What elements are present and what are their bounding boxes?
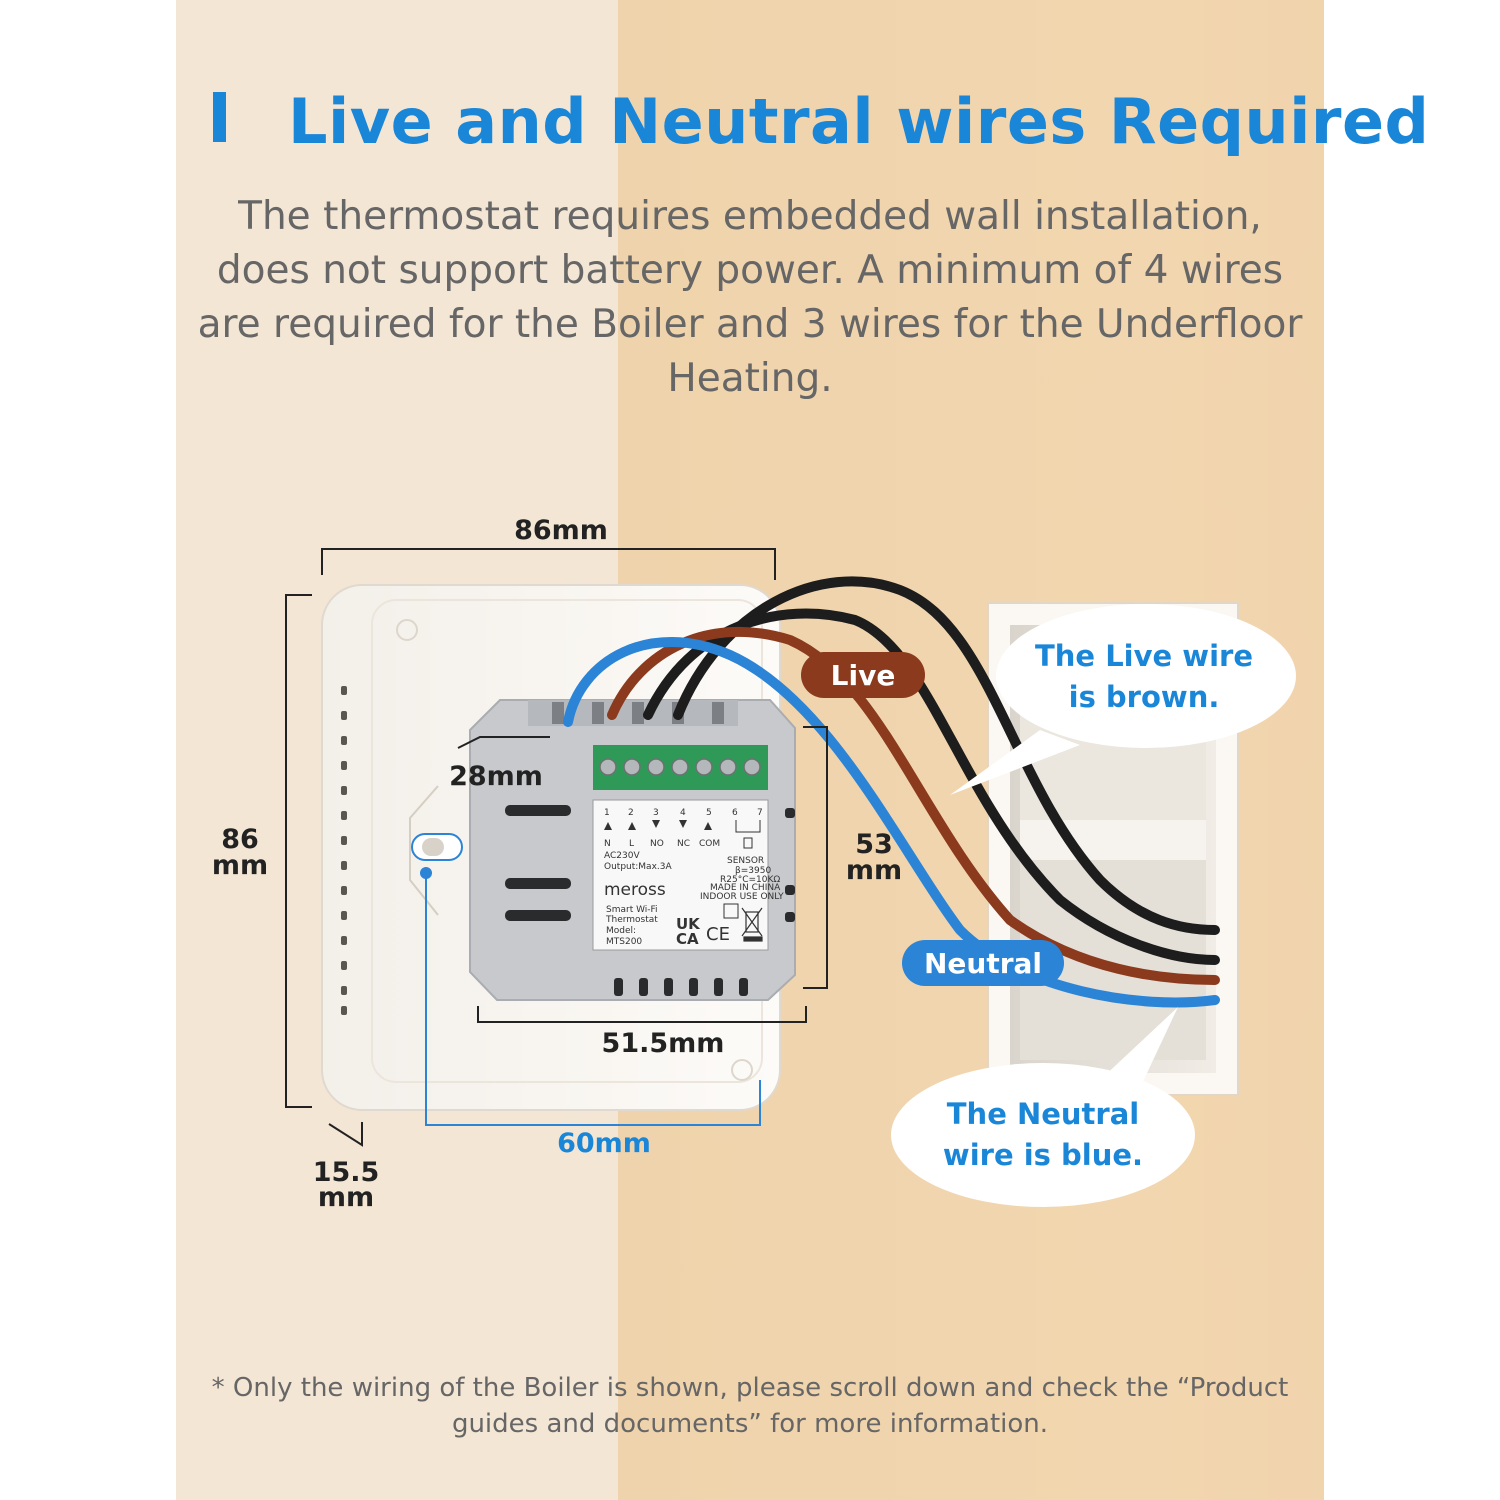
voltage-rating: AC230V [604,851,640,861]
wires [563,576,1220,1008]
terminal-name-l: L [629,839,634,849]
height-dimension-value: 86 [221,824,259,855]
neutral-wire-callout: The Neutral wire is blue. [891,1007,1195,1207]
terminal-number-3: 3 [653,808,659,818]
module-depth-label: 28mm [449,761,543,792]
page-title: Live and Neutral wires Required [288,85,1430,158]
depth-dimension-value: 15.5 [313,1157,380,1188]
terminal-number-5: 5 [706,808,712,818]
terminal-module: 1 2 3 4 5 6 7 N L NO NC COM AC230V Outpu… [469,699,796,1001]
weee-bin-icon [741,907,763,942]
brand-logo: meross [604,880,666,900]
uk-mark: UK [676,915,701,933]
sensor-beta: β=3950 [735,866,771,876]
live-wire-callout: The Live wire is brown. [950,604,1296,795]
terminal-screws [599,758,761,776]
neutral-tag: Neutral [902,940,1064,986]
mounting-hole-left [409,785,463,916]
terminal-number-6: 6 [732,808,738,818]
hole-spacing-line [420,867,761,1126]
model-number: MTS200 [606,937,642,947]
margin-left [0,0,176,1500]
module-height-unit: mm [846,855,902,886]
hole-spacing-label: 60mm [557,1128,651,1159]
width-dimension-label: 86mm [514,515,608,546]
footnote: * Only the wiring of the Boiler is shown… [211,1373,1289,1439]
page-subtitle: The thermostat requires embedded wall in… [197,194,1303,401]
ce-mark: CE [706,924,730,945]
terminal-number-4: 4 [680,808,686,818]
terminal-arrows [604,820,712,830]
terminal-number-1: 1 [604,808,610,818]
live-callout-line2: is brown. [1069,680,1220,714]
neutral-tag-label: Neutral [924,947,1042,980]
product-name-line1: Smart Wi-Fi [606,905,658,915]
module-height-value: 53 [855,829,893,860]
margin-right [1324,0,1500,1500]
terminal-name-no: NO [650,839,664,849]
height-dimension-unit: mm [212,850,268,881]
terminal-number-2: 2 [628,808,634,818]
indoor-label: INDOOR USE ONLY [700,892,784,902]
black-wire-2 [643,608,1220,965]
module-width-label: 51.5mm [602,1028,725,1059]
terminal-number-7: 7 [757,808,763,818]
dimension-lines [285,548,828,1147]
depth-dimension-unit: mm [318,1182,374,1213]
vent-slots [341,686,347,1015]
live-tag: Live [801,652,925,698]
terminal-name-n: N [604,839,611,849]
neutral-callout-line1: The Neutral [947,1097,1139,1131]
black-wire-1 [673,576,1220,935]
title-accent-bar [213,92,226,142]
output-rating: Output:Max.3A [604,862,672,872]
model-label: Model: [606,926,636,936]
sensor-label: SENSOR [727,856,764,866]
sensor-resistance: R25°C=10KΩ [720,875,780,885]
terminal-name-com: COM [699,839,720,849]
double-insulation-icon [723,903,739,919]
product-name-line2: Thermostat [605,915,658,925]
neutral-callout-line2: wire is blue. [943,1138,1143,1172]
origin-label: MADE IN CHINA [710,883,781,893]
terminal-name-nc: NC [677,839,690,849]
live-callout-line1: The Live wire [1035,639,1253,673]
live-tag-label: Live [831,659,896,692]
ca-mark: CA [676,930,699,948]
blue-neutral-wire [563,636,1220,1008]
